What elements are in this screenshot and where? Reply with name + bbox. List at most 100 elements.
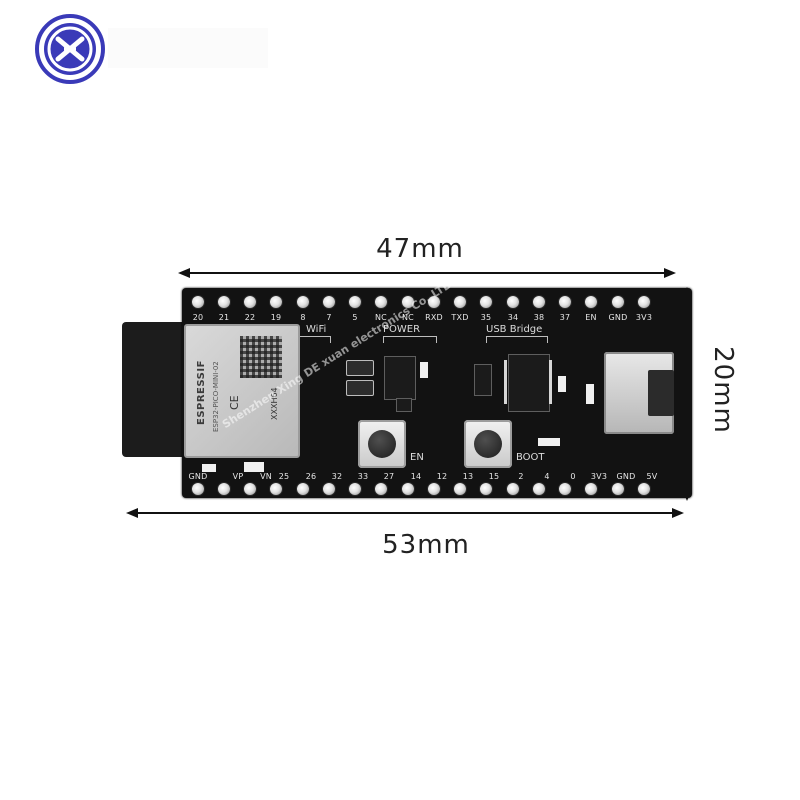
top-pin-hole xyxy=(559,296,571,308)
top-pin-label: 37 xyxy=(559,313,571,322)
bottom-pin-label: 3V3 xyxy=(590,472,608,481)
bottom-pin-hole xyxy=(349,483,361,495)
top-pin-label: 22 xyxy=(244,313,256,322)
top-pin-label: 8 xyxy=(300,313,306,322)
top-width-arrow xyxy=(178,268,676,278)
top-pin-hole xyxy=(349,296,361,308)
module-qr-code xyxy=(240,336,282,378)
bottom-pin-label: 14 xyxy=(410,472,422,481)
top-pin-label: 21 xyxy=(218,313,230,322)
top-pin-label: 19 xyxy=(270,313,282,322)
power-section-label: POWER xyxy=(383,324,421,335)
usb-bridge-chip xyxy=(508,354,550,412)
boot-button-cap xyxy=(474,430,502,458)
top-pin-hole xyxy=(454,296,466,308)
top-pin-label: EN xyxy=(585,313,597,322)
bottom-pin-hole xyxy=(585,483,597,495)
bottom-pin-hole xyxy=(428,483,440,495)
top-width-label: 47mm xyxy=(376,234,464,264)
power-silk-line xyxy=(383,336,437,343)
bottom-pin-label: VN xyxy=(260,472,272,481)
chip-pin-row xyxy=(549,360,552,404)
top-pin-label: NC xyxy=(402,313,414,322)
en-button[interactable] xyxy=(358,420,406,468)
bottom-pin-hole xyxy=(375,483,387,495)
smd-component xyxy=(202,464,216,472)
chip-pin-row xyxy=(504,360,507,404)
boot-button[interactable] xyxy=(464,420,512,468)
top-pin-hole xyxy=(323,296,335,308)
bottom-pin-hole xyxy=(533,483,545,495)
top-pin-hole xyxy=(638,296,650,308)
top-pin-hole xyxy=(402,296,414,308)
bottom-pin-hole xyxy=(507,483,519,495)
bottom-pin-label: GND xyxy=(188,472,208,481)
bottom-pin-label: 27 xyxy=(383,472,395,481)
bottom-pin-hole xyxy=(297,483,309,495)
bottom-pin-hole xyxy=(323,483,335,495)
top-pin-hole xyxy=(507,296,519,308)
bottom-pin-hole xyxy=(480,483,492,495)
top-pin-label: GND xyxy=(608,313,628,322)
top-pin-label: RXD xyxy=(425,313,443,322)
bottom-pin-label: 15 xyxy=(488,472,500,481)
logo-band xyxy=(108,28,268,68)
top-pin-hole xyxy=(297,296,309,308)
top-pin-hole xyxy=(612,296,624,308)
top-pin-label: NC xyxy=(375,313,387,322)
smd-component xyxy=(244,462,264,472)
bottom-pin-hole xyxy=(270,483,282,495)
bottom-pin-label: 13 xyxy=(462,472,474,481)
bottom-pin-hole xyxy=(612,483,624,495)
bottom-pin-label: 25 xyxy=(278,472,290,481)
en-button-label: EN xyxy=(410,452,424,463)
height-label: 20mm xyxy=(708,346,738,434)
usb-bridge-side-chip xyxy=(474,364,492,396)
top-pin-hole xyxy=(585,296,597,308)
module-brand-text: ESPRESSIF xyxy=(196,360,207,425)
usb-plug-connector xyxy=(122,322,184,457)
bottom-pin-hole xyxy=(192,483,204,495)
bottom-pin-hole xyxy=(454,483,466,495)
bottom-pin-hole xyxy=(638,483,650,495)
bottom-pin-label: 12 xyxy=(436,472,448,481)
en-button-cap xyxy=(368,430,396,458)
boot-button-label: BOOT xyxy=(516,452,545,463)
smd-component xyxy=(558,376,566,392)
smd-component xyxy=(420,362,428,378)
bottom-pin-hole xyxy=(402,483,414,495)
bottom-pin-label: 4 xyxy=(544,472,550,481)
top-pin-label: 5 xyxy=(352,313,358,322)
bottom-pin-label: 33 xyxy=(357,472,369,481)
bottom-pin-label: 2 xyxy=(518,472,524,481)
bottom-width-label: 53mm xyxy=(382,530,470,560)
power-inductor xyxy=(346,360,374,376)
led-component xyxy=(538,438,560,446)
bottom-pin-hole xyxy=(244,483,256,495)
top-pin-label: 34 xyxy=(507,313,519,322)
bottom-width-arrow xyxy=(126,508,684,518)
bottom-pin-label: GND xyxy=(616,472,636,481)
top-pin-hole xyxy=(428,296,440,308)
top-pin-hole xyxy=(375,296,387,308)
bottom-pin-label: 32 xyxy=(331,472,343,481)
wifi-section-label: WiFi xyxy=(306,324,327,335)
top-pin-hole xyxy=(244,296,256,308)
top-pin-hole xyxy=(480,296,492,308)
bottom-pin-hole xyxy=(559,483,571,495)
top-pin-label: TXD xyxy=(451,313,469,322)
top-pin-hole xyxy=(192,296,204,308)
top-pin-hole xyxy=(533,296,545,308)
top-pin-label: 38 xyxy=(533,313,545,322)
bottom-pin-label: 0 xyxy=(570,472,576,481)
top-pin-label: 35 xyxy=(480,313,492,322)
top-pin-hole xyxy=(270,296,282,308)
micro-usb-slot xyxy=(648,370,674,416)
smd-component xyxy=(586,384,594,404)
top-pin-label: 3V3 xyxy=(635,313,653,322)
usb-bridge-silk-line xyxy=(486,336,548,343)
wifi-silk-line xyxy=(300,336,331,343)
top-pin-label: 20 xyxy=(192,313,204,322)
bottom-pin-hole xyxy=(218,483,230,495)
power-regulator-chip xyxy=(384,356,416,400)
